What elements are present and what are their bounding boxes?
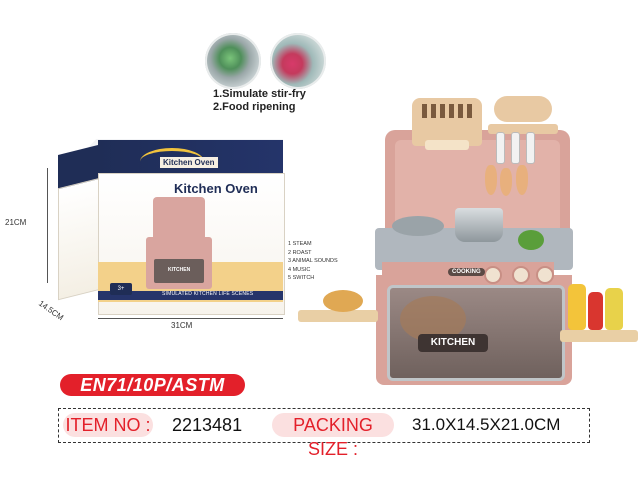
feature-caption-2: 2.Food ripening — [213, 101, 296, 113]
item-number-value: 2213481 — [172, 415, 243, 435]
packing-size-value: 31.0X14.5X21.0CM — [412, 415, 561, 434]
awning-plate — [425, 140, 469, 150]
cooking-label: COOKING — [448, 268, 485, 276]
control-knob — [536, 266, 554, 284]
toy-round-sign — [494, 96, 552, 122]
control-knob — [512, 266, 530, 284]
vegetable-icon — [518, 230, 544, 250]
feature-item: 3 ANIMAL SOUNDS — [288, 258, 338, 264]
sauce-bottle-icon — [568, 284, 586, 330]
feature-list: 1 STEAM 2 ROAST 3 ANIMAL SOUNDS 4 MUSIC … — [288, 240, 338, 283]
box-side-face — [58, 177, 100, 301]
box-toy-label: KITCHEN — [168, 267, 191, 273]
box-bottom-strip — [98, 291, 283, 300]
box-toy-lid — [153, 197, 205, 239]
stir-fry-photo — [205, 33, 261, 89]
feature-caption-1: 1.Simulate stir-fry — [213, 88, 306, 100]
utensil-hook-bar — [488, 124, 558, 134]
spatula-icon — [516, 165, 528, 195]
cooking-pot — [455, 208, 503, 242]
feature-item: 2 ROAST — [288, 249, 312, 256]
ladle-icon — [496, 132, 505, 164]
awning-stripes — [422, 104, 474, 118]
age-badge: 3+ — [110, 283, 132, 295]
feature-item: 5 SWITCH — [288, 275, 315, 281]
mustard-bottle-icon — [605, 288, 623, 330]
frying-pan — [392, 216, 444, 236]
height-dimension: 21CM — [5, 218, 27, 227]
box-title: Kitchen Oven — [174, 181, 258, 196]
width-dimension: 31CM — [171, 321, 193, 330]
box-logo-arc — [140, 148, 204, 175]
item-info-row — [58, 408, 590, 443]
ladle-icon — [511, 132, 520, 164]
ketchup-bottle-icon — [588, 292, 603, 330]
feature-item: 1 STEAM — [288, 241, 312, 247]
left-side-tray — [298, 310, 378, 322]
feature-item: 4 MUSIC — [288, 266, 311, 273]
depth-dimension: 14.5CM — [36, 298, 66, 323]
box-strip-text: SIMULATED KITCHEN LIFE SCENES — [162, 291, 254, 297]
ladle-icon — [526, 132, 535, 164]
certification-badge: EN71/10P/ASTM — [60, 374, 245, 396]
spoon-icon — [500, 168, 512, 196]
control-knob — [484, 266, 502, 284]
food-ripening-photo — [270, 33, 326, 89]
bread-icon — [323, 290, 363, 312]
width-dimension-line — [98, 318, 283, 319]
height-dimension-line — [47, 168, 48, 283]
packing-size-label: PACKING SIZE : — [272, 413, 394, 459]
box-logo-text: Kitchen Oven — [160, 157, 218, 168]
spatula-icon — [485, 165, 497, 195]
oven-label: KITCHEN — [418, 334, 488, 352]
item-number-label: ITEM NO : — [63, 413, 153, 437]
box-toy-window — [154, 259, 204, 283]
right-side-tray — [560, 330, 638, 342]
